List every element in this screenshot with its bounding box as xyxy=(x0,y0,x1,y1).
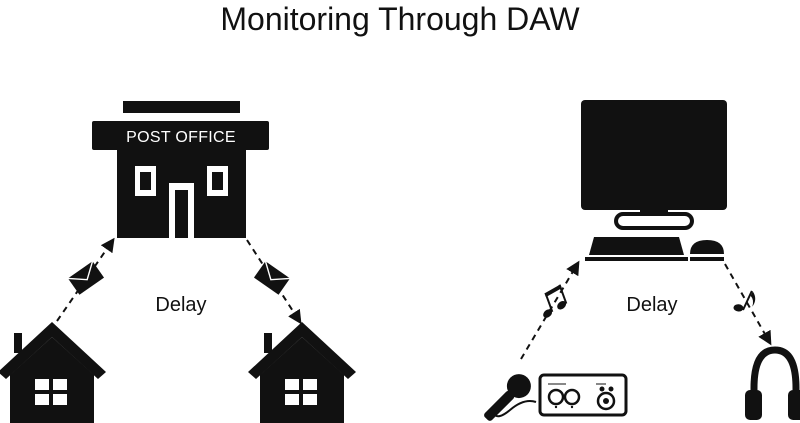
audio-interface-icon xyxy=(538,373,628,417)
post-office-sign: POST OFFICE xyxy=(126,129,236,146)
arrow-computer-to-headphones xyxy=(724,263,772,346)
envelope-icon xyxy=(253,261,291,295)
headphones-icon xyxy=(745,346,800,420)
diagram-title: Monitoring Through DAW xyxy=(220,1,580,37)
left-panel: POST OFFICE Delay xyxy=(0,101,356,423)
computer-monitor-icon xyxy=(581,100,727,230)
music-note-icon xyxy=(543,284,568,318)
delay-label-right: Delay xyxy=(626,294,677,316)
music-note-icon xyxy=(733,290,756,312)
microphone-icon xyxy=(484,374,537,421)
house-icon xyxy=(248,322,356,423)
delay-label-left: Delay xyxy=(155,294,206,316)
post-office-icon: POST OFFICE xyxy=(92,101,269,238)
right-panel: Delay xyxy=(484,100,800,421)
envelope-icon xyxy=(67,261,105,295)
house-icon xyxy=(0,322,106,423)
keyboard-icon xyxy=(585,237,688,261)
mouse-icon xyxy=(690,240,724,261)
